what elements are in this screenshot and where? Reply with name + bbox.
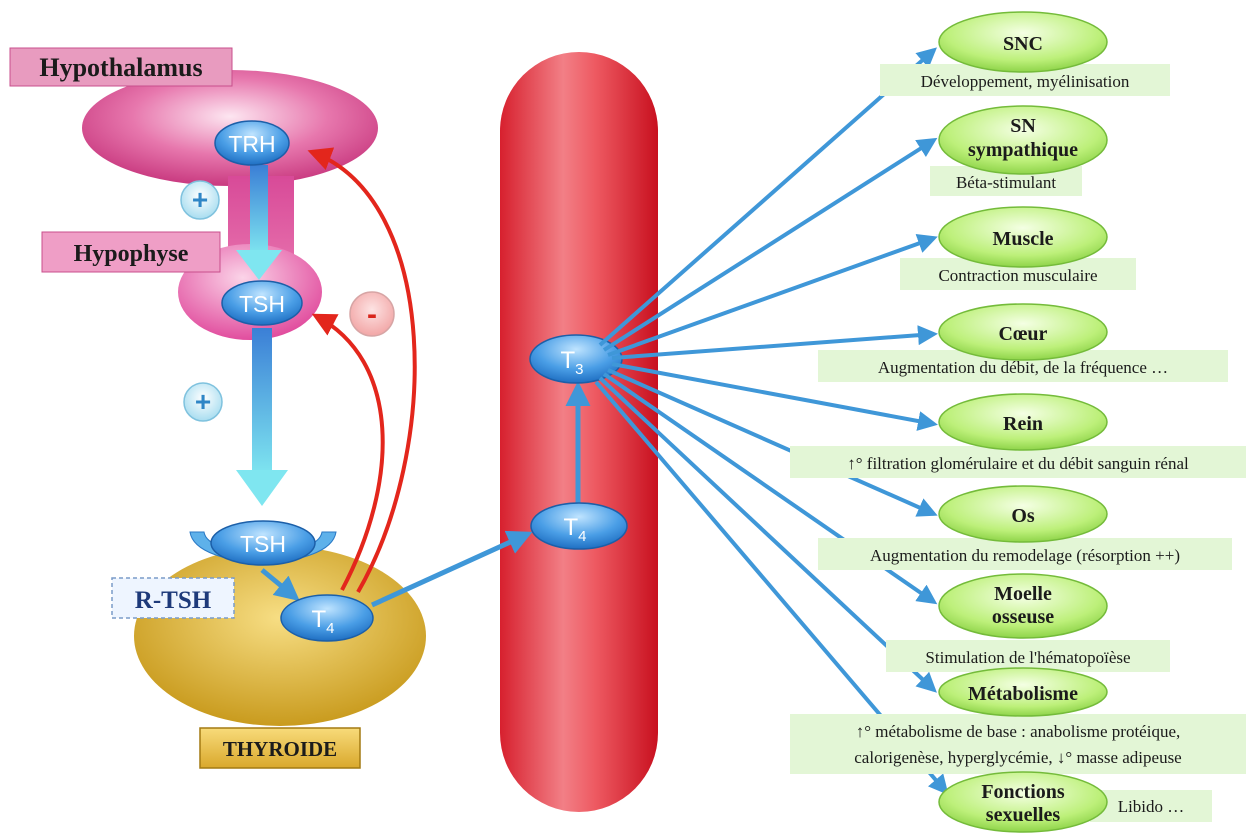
hypophyse-label: Hypophyse (74, 241, 189, 267)
target-label-snc: SNC (1003, 33, 1043, 55)
target-label-muscle: Muscle (992, 228, 1053, 250)
target-label-osseuse: osseuse (992, 606, 1054, 628)
hypothalamus-label: Hypothalamus (39, 53, 202, 82)
target-label-sympathique: sympathique (968, 139, 1078, 161)
tsh-to-receptor-arrow (252, 328, 272, 476)
minus-sign-label: - (367, 298, 377, 331)
target-node-muscle: Muscle (939, 207, 1107, 267)
thyroid-shape (134, 546, 426, 726)
feedback-to-tsh-arrow (316, 316, 383, 590)
effect-text-muscle: Contraction musculaire (938, 266, 1097, 285)
feedback-to-trh-arrow (312, 152, 415, 592)
r-tsh-label: R-TSH (135, 587, 212, 614)
target-label-coeur: Cœur (999, 323, 1048, 345)
plus-sign-trh-label: + (192, 184, 208, 215)
tsh-node-top-label: TSH (239, 291, 285, 317)
target-label-moelle: Moelle (994, 583, 1052, 605)
target-node-coeur: Cœur (939, 304, 1107, 360)
target-label-metabolisme: Métabolisme (968, 683, 1078, 705)
t4-gland-T: T (311, 606, 326, 633)
t3-T: T (560, 347, 575, 374)
trh-node-label: TRH (228, 131, 275, 157)
t4-blood-sub: 4 (578, 528, 586, 545)
target-node-fonctions-sexuelles: Fonctions sexuelles (939, 772, 1107, 832)
effect-text-fonctions-sexuelles: Libido … (1118, 797, 1185, 816)
effect-text-snc: Développement, myélinisation (921, 72, 1130, 91)
t3-sub: 3 (575, 361, 583, 378)
plus-sign-tsh-label: + (195, 386, 211, 417)
effect-text-metabolisme-2: calorigenèse, hyperglycémie, ↓° masse ad… (854, 748, 1181, 767)
effect-text-os: Augmentation du remodelage (résorption +… (870, 546, 1180, 565)
effect-text-coeur: Augmentation du débit, de la fréquence … (878, 358, 1168, 377)
tsh-receptor-node-label: TSH (240, 531, 286, 557)
target-label-fonctions: Fonctions (981, 781, 1065, 803)
effect-text-rein: ↑° filtration glomérulaire et du débit s… (847, 454, 1189, 473)
t4-blood-T: T (563, 514, 578, 541)
effect-text-moelle: Stimulation de l'hématopoïèse (925, 648, 1130, 667)
target-node-moelle-osseuse: Moelle osseuse (939, 574, 1107, 638)
tsh-to-receptor-arrowhead (236, 470, 288, 506)
target-node-rein: Rein (939, 394, 1107, 450)
effect-text-sn-sympathique: Béta-stimulant (956, 173, 1056, 192)
effect-text-metabolisme-1: ↑° métabolisme de base : anabolisme prot… (856, 722, 1181, 741)
target-label-sn: SN (1010, 115, 1036, 137)
target-node-sn-sympathique: SN sympathique (939, 106, 1107, 174)
target-label-rein: Rein (1003, 413, 1043, 435)
target-node-snc: SNC (939, 12, 1107, 72)
t4-gland-sub: 4 (326, 620, 334, 637)
trh-to-tsh-arrow (250, 165, 268, 255)
thyroide-label: THYROIDE (223, 737, 337, 761)
target-node-metabolisme: Métabolisme (939, 668, 1107, 716)
target-label-sexuelles: sexuelles (986, 804, 1061, 826)
target-label-os: Os (1011, 505, 1035, 527)
target-node-os: Os (939, 486, 1107, 542)
